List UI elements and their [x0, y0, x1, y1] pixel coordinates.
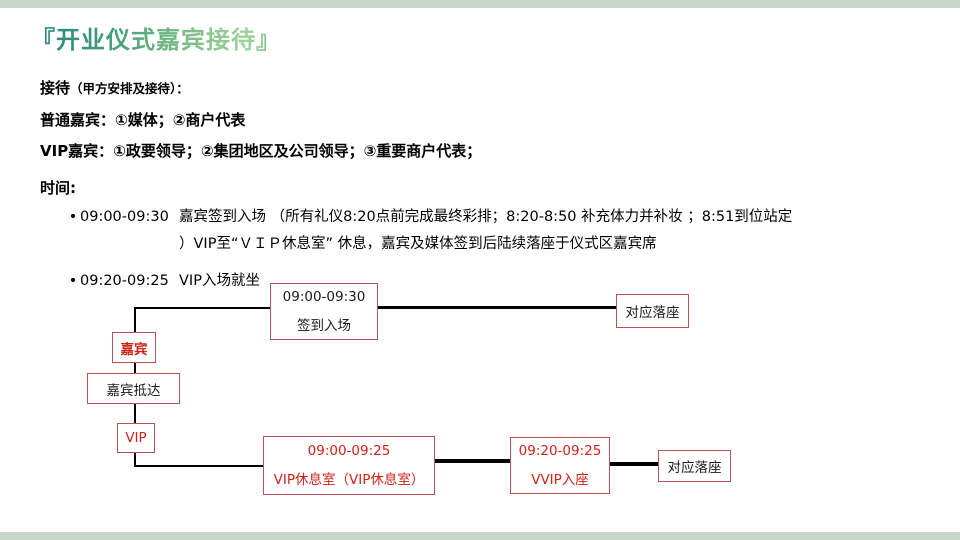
body-text-block: 接待（甲方安排及接待）： 普通嘉宾：①媒体；②商户代表 VIP嘉宾：①政要领导；… [40, 78, 920, 305]
flow-box-vip: VIP [117, 423, 155, 453]
flow-box-signin: 09:00-09:30 签到入场 [270, 283, 378, 340]
flow-box-seat-1: 对应落座 [616, 294, 689, 328]
schedule-item-vip-entry: • 09:20-09:25 VIP入场就坐 [40, 268, 920, 295]
flow-box-arrive: 嘉宾抵达 [87, 373, 180, 404]
page-title: 『开业仪式嘉宾接待』 [31, 20, 281, 55]
bullet-icon: • [68, 273, 78, 289]
schedule-desc: VIP入场就坐 [179, 268, 857, 295]
flow-box-guest-label: 嘉宾 [120, 341, 148, 358]
schedule-desc-line: 嘉宾签到入场 （所有礼仪8:20点前完成最终彩排；8:20-8:50 补充体力并… [179, 209, 793, 225]
flow-box-signin-label: 签到入场 [297, 318, 351, 334]
flow-box-vvip-time: 09:20-09:25 [518, 443, 602, 459]
flow-box-lounge: 09:00-09:25 VIP休息室（VIP休息室） [263, 436, 435, 495]
flow-box-seat-2: 对应落座 [658, 450, 731, 482]
reception-note: （甲方安排及接待）： [70, 81, 189, 96]
connector-guest-arrive [134, 362, 136, 374]
flow-box-guest: 嘉宾 [112, 332, 156, 363]
schedule-desc: 嘉宾签到入场 （所有礼仪8:20点前完成最终彩排；8:20-8:50 补充体力并… [179, 204, 857, 258]
reception-label: 接待 [40, 79, 71, 97]
schedule-desc-line: VIP入场就坐 [179, 273, 260, 289]
flow-box-signin-time: 09:00-09:30 [282, 289, 366, 305]
flow-box-lounge-time: 09:00-09:25 [307, 443, 391, 459]
connector-guest-up [134, 307, 136, 334]
connector-left-to-signin [134, 307, 271, 309]
schedule-time: 09:20-09:25 [80, 273, 169, 289]
connector-vvip-to-seat [609, 462, 659, 466]
connector-signin-to-seat [377, 306, 617, 309]
top-accent-band [0, 0, 960, 8]
schedule-item-signin: • 09:00-09:30 嘉宾签到入场 （所有礼仪8:20点前完成最终彩排；8… [40, 204, 920, 258]
time-heading: 时间: [40, 179, 76, 197]
connector-vip-to-lounge [134, 465, 264, 467]
flow-box-vvip-label: VVIP入座 [531, 472, 589, 488]
bottom-accent-band [0, 532, 960, 540]
bullet-icon: • [68, 209, 78, 225]
schedule-desc-line: ）VIP至“ＶＩＰ休息室” 休息，嘉宾及媒体签到后陆续落座于仪式区嘉宾席 [179, 236, 657, 252]
flow-box-vip-label: VIP [125, 430, 147, 446]
flow-box-seat-1-label: 对应落座 [625, 305, 680, 321]
flow-box-arrive-label: 嘉宾抵达 [106, 382, 161, 399]
connector-arrive-vip [134, 403, 136, 424]
flow-box-vvip: 09:20-09:25 VVIP入座 [510, 437, 610, 494]
schedule-time: 09:00-09:30 [80, 209, 169, 225]
flow-box-seat-2-label: 对应落座 [667, 460, 722, 476]
connector-lounge-to-vvip [434, 459, 511, 463]
vip-line: VIP嘉宾：①政要领导；②集团地区及公司领导；③重要商户代表； [40, 142, 482, 160]
connector-vip-down [134, 452, 136, 467]
guest-line: 普通嘉宾：①媒体；②商户代表 [40, 111, 246, 129]
flow-box-lounge-label: VIP休息室（VIP休息室） [273, 472, 425, 488]
reception-heading: 接待（甲方安排及接待）： [40, 78, 920, 99]
